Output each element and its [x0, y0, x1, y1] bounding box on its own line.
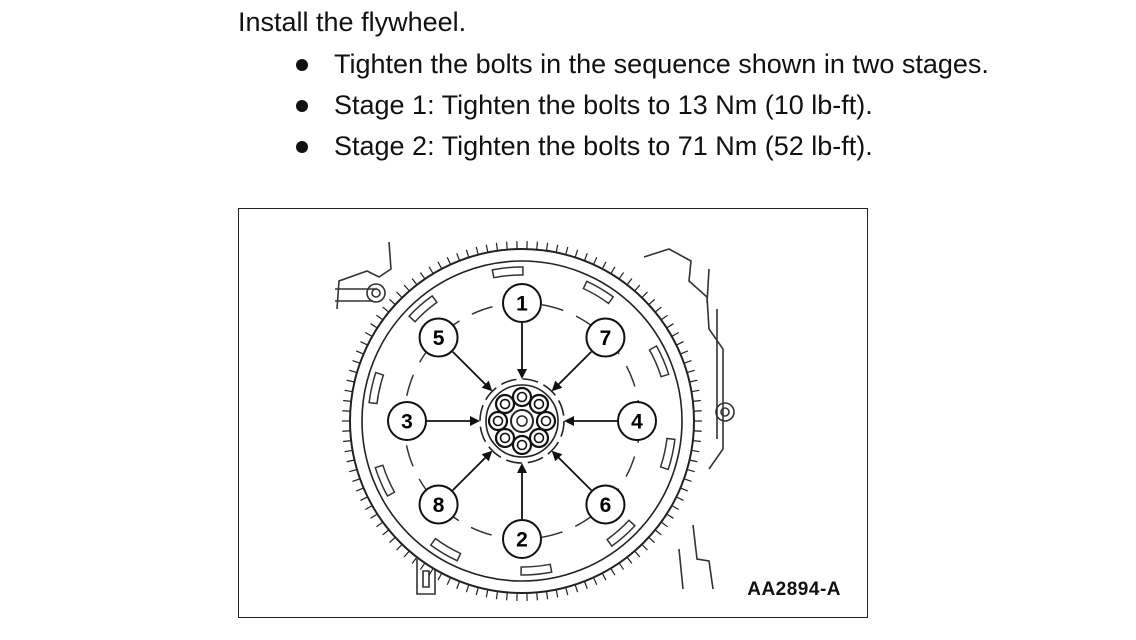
- instruction-heading: Install the flywheel.: [238, 7, 467, 37]
- sequence-number: 4: [631, 411, 643, 434]
- sequence-number: 7: [600, 327, 612, 350]
- sequence-callout: 5: [418, 317, 493, 392]
- sequence-callout: 6: [551, 450, 626, 525]
- sequence-callout: 3: [387, 401, 480, 441]
- sequence-callout: 4: [564, 401, 657, 441]
- sequence-number: 5: [433, 327, 445, 350]
- sequence-number: 1: [516, 293, 528, 316]
- flywheel-hub: [479, 378, 565, 464]
- sequence-number: 3: [401, 411, 413, 434]
- figure-id-label: AA2894-A: [747, 579, 841, 600]
- sequence-number: 8: [433, 494, 445, 517]
- flywheel-figure: 1 2 3 4 5 6 7 8 AA2894-A: [238, 208, 868, 618]
- sequence-number: 6: [600, 494, 612, 517]
- sequence-callout: 2: [502, 463, 542, 559]
- step-item: Tighten the bolts in the sequence shown …: [294, 44, 989, 85]
- instruction-steps: Tighten the bolts in the sequence shown …: [294, 44, 989, 167]
- sequence-callout: 8: [418, 450, 493, 525]
- flywheel-diagram: 1 2 3 4 5 6 7 8: [335, 241, 735, 601]
- sequence-callout: 1: [502, 283, 542, 379]
- step-item: Stage 2: Tighten the bolts to 71 Nm (52 …: [294, 126, 989, 167]
- sequence-number: 2: [516, 529, 528, 552]
- step-item: Stage 1: Tighten the bolts to 13 Nm (10 …: [294, 85, 989, 126]
- sequence-callout: 7: [551, 317, 626, 392]
